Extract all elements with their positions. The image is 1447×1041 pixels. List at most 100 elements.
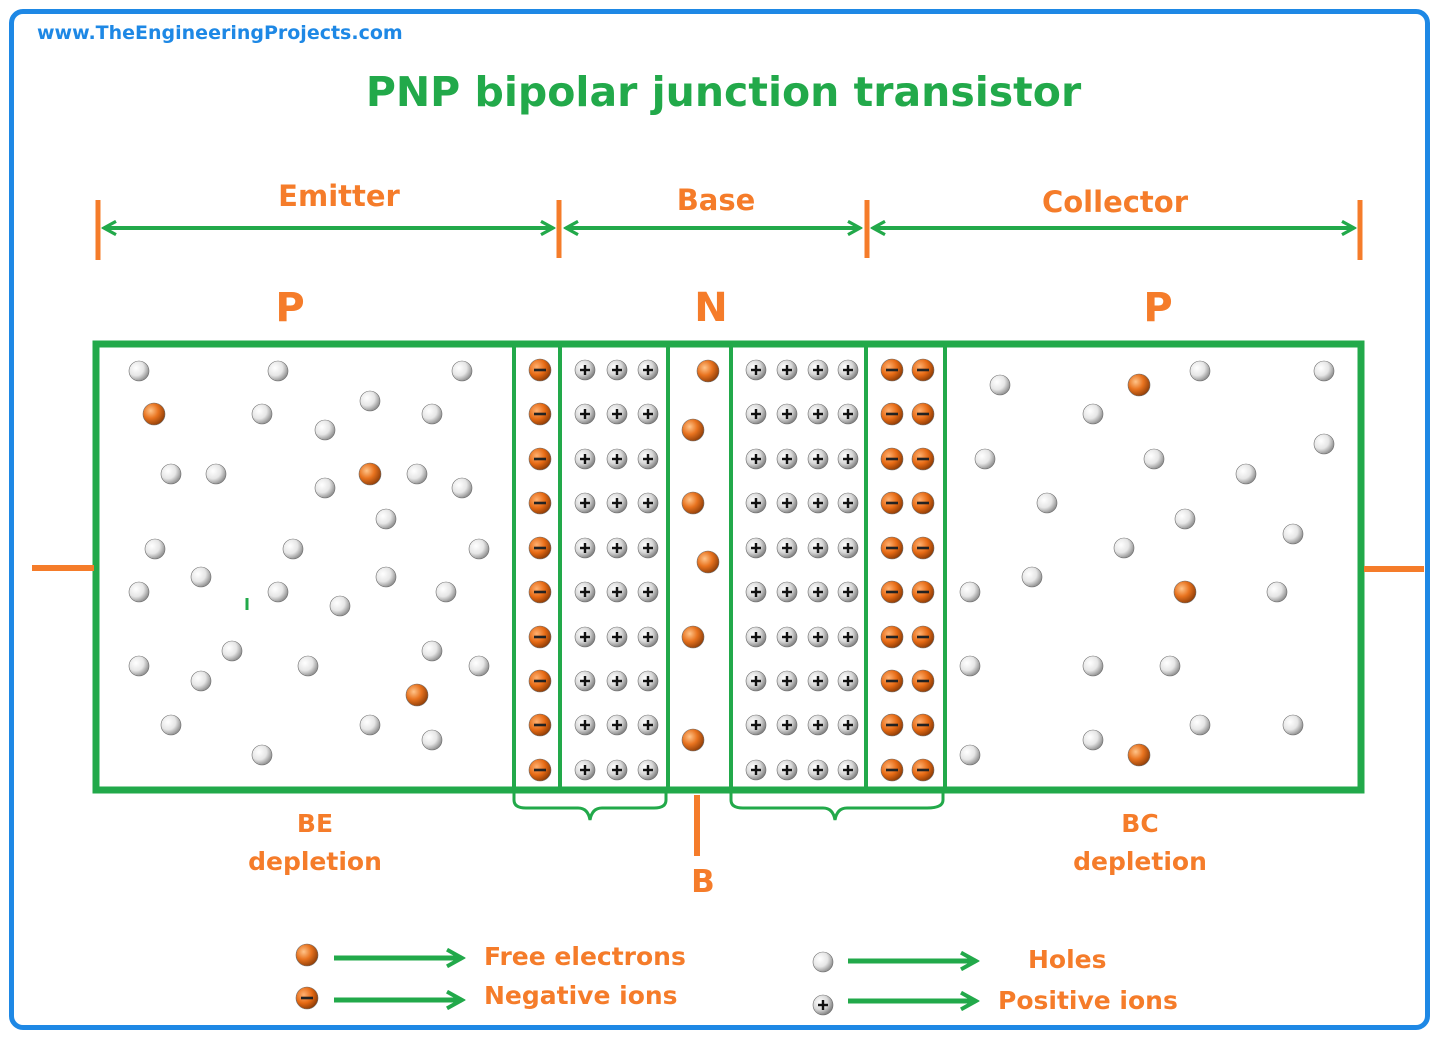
positive-ion: [637, 581, 659, 603]
positive-ion: [807, 759, 829, 781]
positive-ion: [745, 714, 767, 736]
positive-ion: [776, 759, 798, 781]
positive-ion: [637, 626, 659, 648]
positive-ion: [807, 403, 829, 425]
bc-depletion-line1: BC: [1121, 809, 1159, 838]
positive-ion: [776, 714, 798, 736]
positive-ion: [606, 714, 628, 736]
negative-ion: [528, 669, 552, 693]
positive-ion: [574, 537, 596, 559]
free-electron: [1127, 743, 1151, 767]
hole: [1282, 714, 1304, 736]
legend-free-electrons-label: Free electrons: [484, 942, 686, 971]
positive-ion: [837, 759, 859, 781]
negative-ion: [528, 447, 552, 471]
positive-ion: [574, 670, 596, 692]
negative-ion: [911, 669, 935, 693]
hole: [1159, 655, 1181, 677]
bc-depletion-label: BC depletion: [1073, 805, 1207, 881]
hole: [251, 403, 273, 425]
hole: [128, 360, 150, 382]
hole: [251, 744, 273, 766]
be-depletion-brace: [512, 792, 668, 821]
positive-ion: [574, 759, 596, 781]
transistor-body: [92, 340, 1365, 794]
legend-positive-ions-label: Positive ions: [998, 986, 1178, 1015]
positive-ion: [745, 759, 767, 781]
positive-ion: [637, 359, 659, 381]
positive-ion: [837, 626, 859, 648]
emitter-type-label: P: [275, 285, 305, 331]
hole: [421, 403, 443, 425]
semiconductor-box: [92, 340, 1365, 794]
hole: [406, 463, 428, 485]
negative-ion: [528, 625, 552, 649]
positive-ion: [776, 670, 798, 692]
positive-ion: [574, 581, 596, 603]
negative-ion: [528, 491, 552, 515]
legend-negative-ions-label: Negative ions: [484, 981, 678, 1010]
positive-ion: [837, 581, 859, 603]
free-electron: [405, 683, 429, 707]
page-title: PNP bipolar junction transistor: [365, 68, 1082, 116]
positive-ion: [812, 994, 834, 1016]
positive-ion: [606, 448, 628, 470]
positive-ion: [637, 670, 659, 692]
free-electron: [681, 491, 705, 515]
positive-ion: [807, 670, 829, 692]
hole: [1313, 360, 1335, 382]
positive-ion: [837, 403, 859, 425]
positive-ion: [745, 537, 767, 559]
negative-ion: [911, 758, 935, 782]
hole: [451, 477, 473, 499]
base-terminal-label: B: [691, 864, 715, 900]
hole: [267, 360, 289, 382]
bc-depletion-brace: [729, 792, 945, 821]
negative-ion: [295, 986, 319, 1010]
hole: [1282, 523, 1304, 545]
negative-ion: [528, 758, 552, 782]
negative-ion: [880, 491, 904, 515]
positive-ion: [606, 403, 628, 425]
positive-ion: [606, 359, 628, 381]
positive-ion: [807, 448, 829, 470]
free-electron: [696, 359, 720, 383]
free-electron: [142, 402, 166, 426]
hole: [190, 670, 212, 692]
free-electron: [1173, 580, 1197, 604]
hole: [812, 951, 834, 973]
negative-ion: [911, 580, 935, 604]
positive-ion: [745, 403, 767, 425]
be-depletion-line2: depletion: [248, 847, 382, 876]
hole: [1113, 537, 1135, 559]
bc-depletion-line2: depletion: [1073, 847, 1207, 876]
hole: [297, 655, 319, 677]
hole: [190, 566, 212, 588]
negative-ion: [880, 358, 904, 382]
free-electron: [358, 462, 382, 486]
positive-ion: [837, 448, 859, 470]
hole: [359, 714, 381, 736]
negative-ion: [880, 713, 904, 737]
hole: [144, 538, 166, 560]
positive-ion: [637, 537, 659, 559]
hole: [359, 390, 381, 412]
hole: [1313, 433, 1335, 455]
negative-ion: [528, 358, 552, 382]
hole: [221, 640, 243, 662]
negative-ion: [911, 491, 935, 515]
positive-ion: [574, 359, 596, 381]
positive-ion: [776, 626, 798, 648]
particles: [128, 358, 1335, 782]
collector-label: Collector: [1041, 185, 1189, 219]
hole: [1235, 463, 1257, 485]
hole: [959, 581, 981, 603]
hole: [959, 744, 981, 766]
positive-ion: [606, 626, 628, 648]
positive-ion: [837, 359, 859, 381]
positive-ion: [837, 670, 859, 692]
free-electron: [681, 728, 705, 752]
positive-ion: [776, 537, 798, 559]
positive-ion: [776, 448, 798, 470]
